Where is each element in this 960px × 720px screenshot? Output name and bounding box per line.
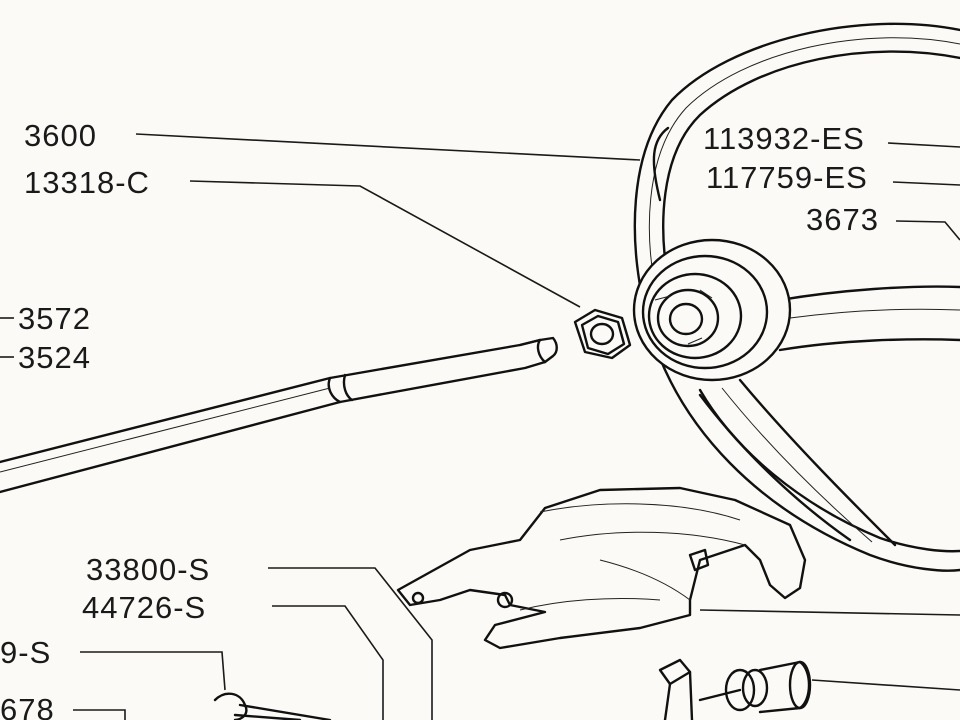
label-3524: 3524 — [18, 340, 91, 375]
label-117759-es: 117759-ES — [706, 160, 868, 195]
label-44726-s: 44726-S — [82, 590, 206, 625]
label-33800-s: 33800-S — [86, 552, 210, 587]
label-13318-c: 13318-C — [24, 165, 150, 200]
steering-column-shroud — [396, 486, 807, 650]
callout-labels: 3600 13318-C 3572 3524 113932-ES 117759-… — [0, 118, 879, 720]
label-9-s: 9-S — [0, 635, 51, 670]
label-3673: 3673 — [806, 202, 879, 237]
label-678: 678 — [0, 692, 55, 720]
steering-shaft — [0, 336, 558, 494]
label-3572: 3572 — [18, 301, 91, 336]
leader-lines — [0, 133, 960, 720]
hex-nut — [573, 308, 632, 360]
label-113932-es: 113932-ES — [703, 121, 865, 156]
label-3600: 3600 — [24, 118, 97, 153]
steering-wheel — [632, 22, 960, 572]
lower-column-parts — [213, 658, 812, 720]
